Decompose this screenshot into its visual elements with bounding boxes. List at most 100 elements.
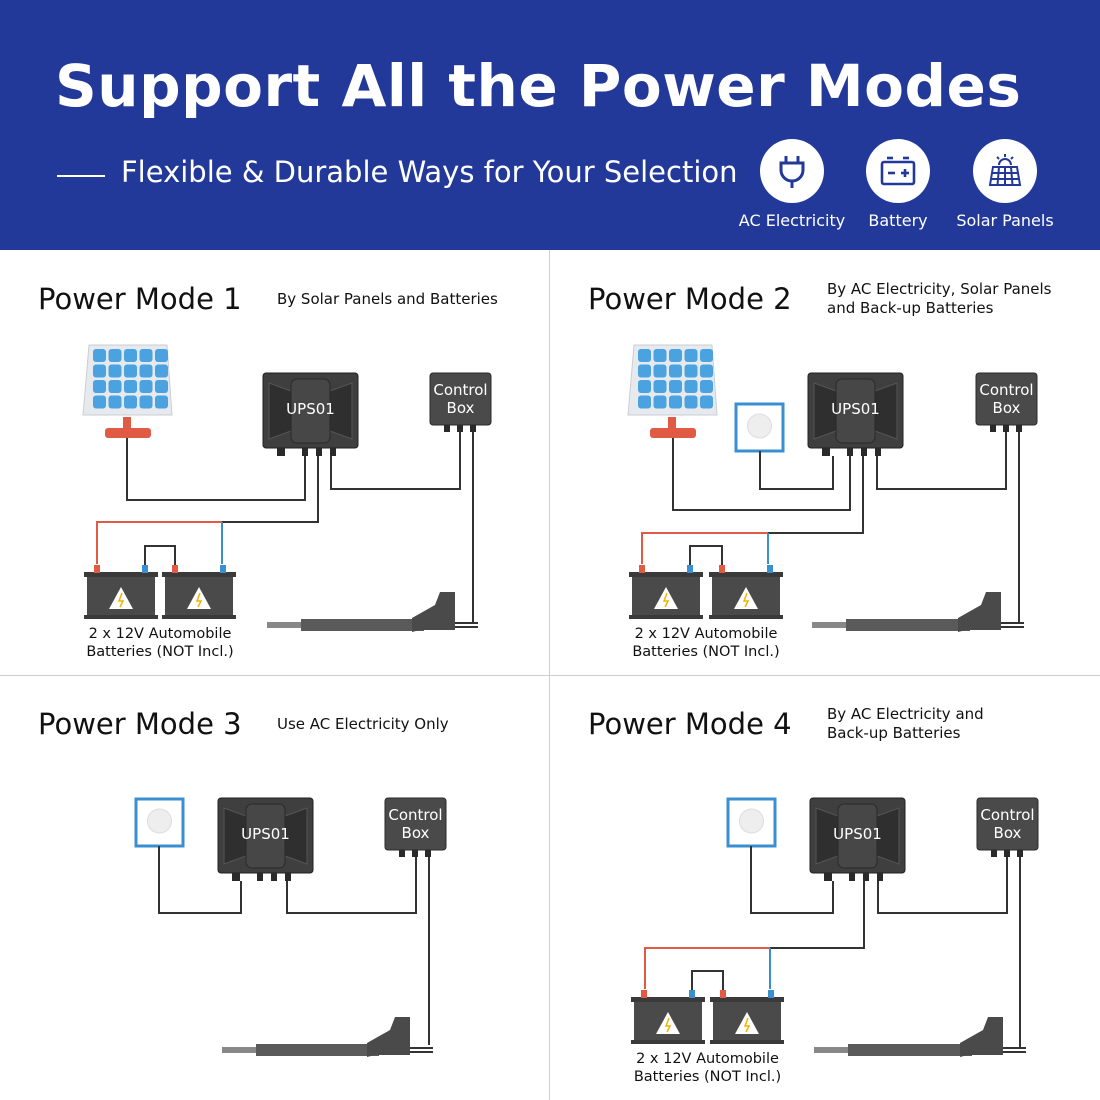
subtitle-line: Use AC Electricity Only bbox=[277, 715, 449, 733]
actuator-cable bbox=[1003, 1047, 1026, 1053]
battery-label: Batteries (NOT Incl.) bbox=[86, 644, 233, 660]
wire bbox=[641, 532, 768, 564]
power-mode-2-panel: Power Mode 2 By AC Electricity, Solar Pa… bbox=[550, 250, 1100, 675]
ac-outlet bbox=[134, 797, 185, 848]
control-box-connector bbox=[1017, 850, 1023, 857]
battery-terminal bbox=[720, 990, 726, 998]
actuator-motor bbox=[958, 592, 1001, 632]
ups-connector bbox=[271, 873, 277, 881]
warning-triangle bbox=[735, 1012, 759, 1034]
power-mode-1-panel: Power Mode 1 By Solar Panels and Batteri… bbox=[0, 250, 550, 675]
lightning-icon bbox=[743, 1017, 751, 1033]
wire bbox=[877, 857, 1008, 914]
subtitle-line: By AC Electricity and bbox=[827, 705, 984, 723]
solar-cell bbox=[93, 380, 106, 393]
wire bbox=[96, 521, 222, 564]
solar-cell bbox=[124, 349, 137, 362]
battery-label: Batteries (NOT Incl.) bbox=[634, 1069, 781, 1085]
wire bbox=[876, 432, 1007, 490]
wire bbox=[759, 451, 834, 490]
ups01-unit: UPS01 bbox=[217, 797, 314, 881]
solar-stand bbox=[668, 417, 676, 429]
solar-cell bbox=[700, 364, 713, 378]
control-box-label: Control bbox=[980, 806, 1034, 824]
horizontal-divider bbox=[0, 675, 1100, 676]
wire bbox=[286, 857, 417, 914]
wire bbox=[750, 846, 834, 914]
wire bbox=[768, 456, 864, 534]
warning-triangle bbox=[109, 587, 133, 609]
control-box-label: Box bbox=[447, 399, 475, 417]
page-title: Support All the Power Modes bbox=[55, 52, 1022, 120]
battery bbox=[162, 572, 236, 619]
battery-top bbox=[162, 572, 236, 577]
ups-label: UPS01 bbox=[833, 825, 882, 843]
outlet-socket bbox=[739, 808, 764, 834]
actuator-rod bbox=[812, 622, 846, 628]
solar-cell bbox=[93, 364, 106, 378]
solar-stand-base bbox=[105, 428, 151, 438]
solar-cell bbox=[684, 349, 698, 362]
panel-subtitle: By Solar Panels and Batteries bbox=[277, 290, 498, 309]
battery-terminal bbox=[719, 565, 725, 573]
page-subtitle: Flexible & Durable Ways for Your Selecti… bbox=[121, 155, 738, 189]
control-box-connector bbox=[1004, 850, 1010, 857]
battery-icon bbox=[866, 139, 930, 203]
warning-triangle bbox=[654, 587, 678, 609]
battery-label: Batteries (NOT Incl.) bbox=[632, 644, 779, 660]
subtitle-line: Back-up Batteries bbox=[827, 724, 961, 742]
ups-connector bbox=[824, 873, 832, 881]
battery-terminal bbox=[767, 565, 773, 573]
wire bbox=[770, 881, 865, 949]
ac-electricity-label: AC Electricity bbox=[738, 211, 846, 230]
battery-bottom bbox=[709, 615, 783, 619]
solar-cell bbox=[669, 380, 682, 393]
actuator-motor bbox=[412, 592, 455, 632]
control-box-connector bbox=[1003, 425, 1009, 432]
battery-top bbox=[629, 572, 703, 577]
ups-center bbox=[245, 803, 286, 869]
panel-title: Power Mode 2 bbox=[588, 282, 792, 316]
solar-cell bbox=[93, 395, 106, 409]
battery-top bbox=[84, 572, 158, 577]
wire bbox=[691, 970, 724, 990]
solar-cell bbox=[700, 349, 713, 362]
wire bbox=[644, 947, 770, 989]
ups-connector bbox=[232, 873, 240, 881]
battery-top bbox=[631, 997, 705, 1002]
solar-cell bbox=[638, 349, 651, 362]
ups-connector bbox=[316, 448, 322, 456]
solar-cell bbox=[124, 364, 137, 378]
ups-connector bbox=[330, 448, 336, 456]
outlet-socket bbox=[147, 808, 172, 834]
ups01-unit: UPS01 bbox=[262, 372, 359, 456]
ups-connector bbox=[861, 448, 867, 456]
battery-bottom bbox=[162, 615, 236, 619]
battery-top bbox=[710, 997, 784, 1002]
ac-outlet bbox=[726, 797, 777, 848]
battery-terminal bbox=[172, 565, 178, 573]
panel-title: Power Mode 1 bbox=[38, 282, 242, 316]
lightning-icon bbox=[195, 592, 203, 608]
solar-cell bbox=[684, 380, 698, 393]
actuator-tube bbox=[256, 1044, 379, 1056]
solar-cell bbox=[638, 380, 651, 393]
control-box-label: Control bbox=[433, 381, 487, 399]
ups-label: UPS01 bbox=[286, 400, 335, 418]
panel-title: Power Mode 3 bbox=[38, 707, 242, 741]
subtitle-dash bbox=[57, 175, 105, 177]
solar-cell bbox=[669, 364, 682, 378]
solar-panel-icon bbox=[973, 139, 1037, 203]
battery bbox=[84, 572, 158, 619]
battery-terminal bbox=[689, 990, 695, 998]
solar-cell bbox=[155, 349, 168, 362]
solar-cell bbox=[108, 349, 122, 362]
